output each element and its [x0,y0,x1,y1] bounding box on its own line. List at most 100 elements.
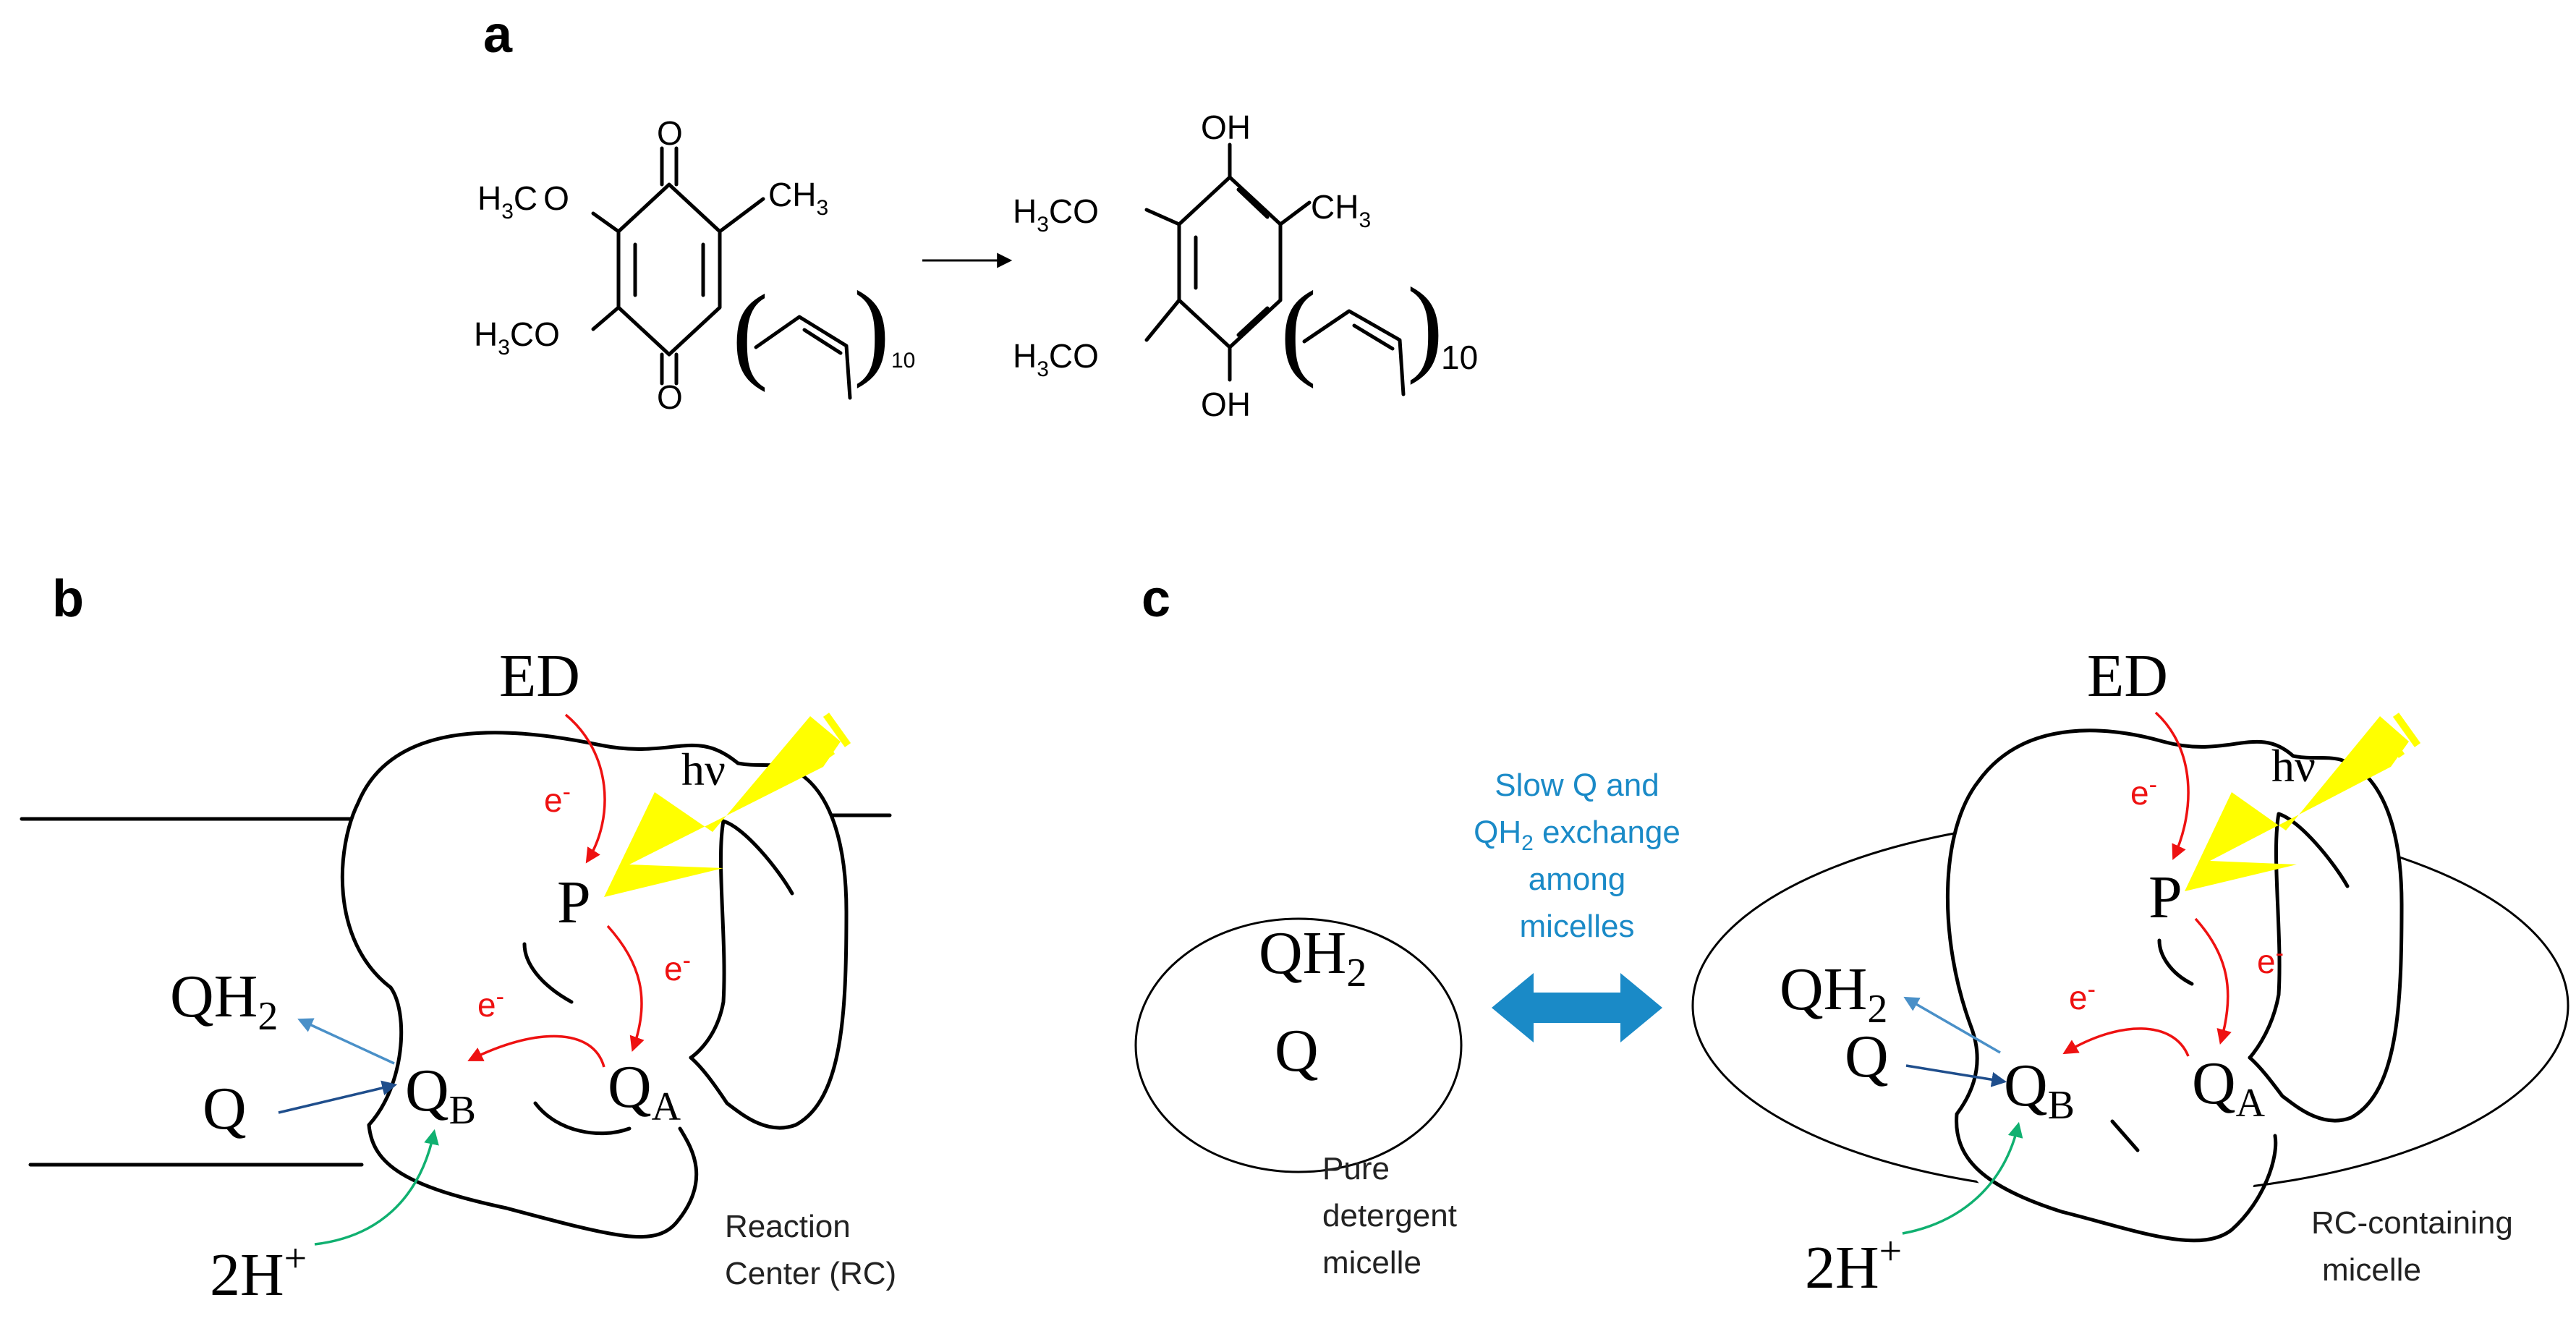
quinol-methyl-bond [1278,200,1312,226]
b-arrow-ed-to-p [564,713,606,864]
exchange-arrow [1492,973,1662,1042]
b-rc-caption-1: Reaction [725,1209,851,1244]
quinone-methyl: CH3 [768,176,828,220]
c-q-label: Q [1845,1023,1889,1090]
panel-c: QH2 Q Pure detergent micelle Slow Q and … [1134,642,2569,1301]
reaction-center-outline-upper [340,731,849,1130]
quinol-oh-top: OH [1201,109,1251,146]
c-arrow-p-to-qa [2194,917,2232,1045]
c-rc-qb-mark [2110,1119,2140,1152]
panel-label-b: b [52,570,84,628]
reaction-center-qb-pocket [533,1101,632,1136]
c-rc-inner-curl [2157,938,2194,986]
c-rc-inner-fold [2248,812,2350,1060]
b-arrow-qa-to-qb [467,1035,605,1068]
c-arrow-qa-to-qb [2062,1027,2190,1057]
c-rc-caption-1: RC-containing [2311,1205,2513,1241]
quinone-o-bottom: O [657,378,683,416]
quinol-methyl: CH3 [1311,188,1371,232]
light-arrow-tail-2 [822,713,851,747]
exchange-text-1: Slow Q and [1495,768,1659,803]
quinone-tail-chain [754,315,852,400]
quinol-tail-paren-open: ( [1280,269,1317,389]
light-arrow-tail-1 [807,723,836,758]
quinol-oh-bottom: OH [1201,386,1251,423]
b-arrow-q-in [278,1080,398,1114]
quinol-methoxy-bottom: H3CO [1013,337,1099,381]
quinone-tail-double [802,328,843,355]
c-electron-label-2: e- [2257,940,2284,980]
c-light-arrow-tail-1 [2376,723,2405,758]
exchange-text-3: among [1529,862,1626,897]
b-arrow-p-to-qa [606,925,645,1052]
b-arrow-protons [314,1129,439,1246]
c-arrow-qh2-out [1903,996,2001,1054]
quinol-methoxy-bond-bottom [1144,298,1181,342]
ubiquinol-structure: OH OH H3CO H3CO CH3 ( ) 10 [1013,109,1478,423]
quinol-tail-chain [1302,309,1406,396]
quinol-double-3 [1236,306,1270,337]
quinone-tail-paren-open: ( [732,273,768,393]
quinone-tail-paren-close: ) [854,269,890,389]
c-arrow-protons [1902,1121,2023,1235]
quinol-double-2 [1236,187,1270,219]
panel-label-c: c [1142,570,1170,628]
c-light-arrow-tail-2 [2392,713,2421,747]
c-electron-label-3: e- [2069,976,2096,1016]
c-rc-outline-upper [1945,728,2404,1123]
c-pure-caption-3: micelle [1322,1245,1421,1280]
c-electron-label-1: e- [2130,771,2157,812]
c-qh2-label: QH2 [1780,956,1887,1032]
b-electron-label-3: e- [477,983,504,1024]
panel-label-a: a [483,6,513,64]
c-rc-outline-lower [1955,1025,2278,1243]
c-micelle-q: Q [1275,1017,1319,1084]
b-protons-label: 2H+ [210,1236,307,1309]
b-ed-label: ED [499,642,580,710]
b-rc-caption-2: Center (RC) [725,1256,896,1291]
quinone-o-top: O [657,114,683,152]
c-light-arrow [2185,716,2409,891]
b-qh2-label: QH2 [170,963,278,1039]
quinone-methyl-bond [718,197,765,234]
light-arrow [604,716,841,897]
c-ed-label: ED [2087,642,2168,710]
c-pure-caption-1: Pure [1322,1151,1390,1186]
quinol-methoxy-bond-top [1144,208,1181,226]
b-hv-label: hν [681,744,726,795]
c-hv-label: hν [2271,740,2316,791]
exchange-text-2: QH2 exchange [1474,815,1680,855]
c-qa-label: QA [2192,1050,2266,1126]
quinone-methoxy-bond-bottom [591,305,621,331]
quinol-tail-double [1352,323,1395,351]
quinol-tail-paren-close: ) [1407,265,1443,386]
pure-micelle [1134,917,1463,1173]
quinone-methoxy-bottom: H3CO [474,315,560,360]
c-p-label: P [2148,864,2182,931]
b-q-label: Q [203,1075,247,1142]
c-pure-caption-2: detergent [1322,1198,1457,1233]
quinol-tail-count: 10 [1441,339,1478,376]
c-protons-label: 2H+ [1805,1229,1902,1301]
exchange-text-4: micelles [1520,909,1635,944]
c-arrow-ed-to-p [2154,711,2190,860]
quinone-methoxy-bond-top [591,211,621,234]
b-electron-label-2: e- [664,947,691,987]
b-qb-label: QB [405,1057,476,1133]
quinone-tail-count: 10 [891,349,915,373]
c-arrow-q-in [1905,1064,2007,1087]
panel-b: ED hν P QH2 Q QB QA 2H+ e- e- e- Reactio… [20,642,896,1309]
c-rc-caption-2: micelle [2322,1252,2421,1288]
b-p-label: P [557,869,591,936]
b-electron-label-1: e- [544,778,571,819]
rc-protein-fill [1947,730,2402,1246]
reaction-center-inner-fold [689,819,794,1060]
c-micelle-qh2: QH2 [1259,919,1366,995]
c-qb-label: QB [2004,1052,2075,1128]
quinol-methoxy-top: H3CO [1013,192,1099,237]
reaction-center-inner-curl [522,942,574,1004]
b-arrow-qh2-out [297,1018,395,1065]
